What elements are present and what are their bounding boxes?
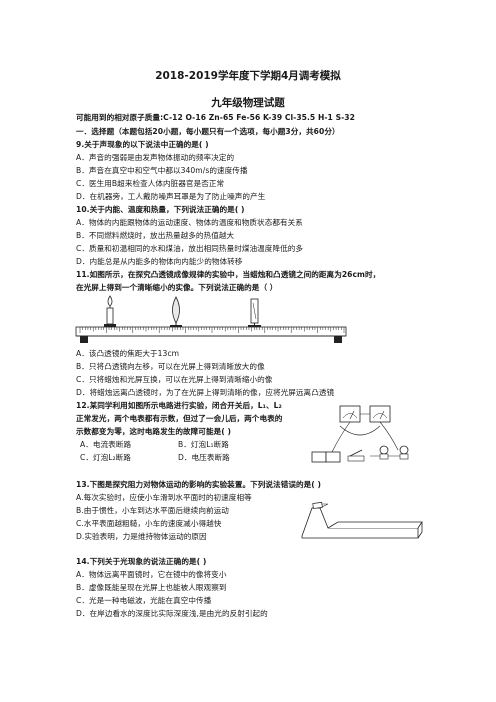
bulb-l2-icon (399, 445, 409, 460)
cart-icon (312, 501, 323, 509)
q14-option-c: C．光是一种电磁波，光能在真空中传播 (76, 596, 212, 605)
q12-option-a: A．电流表断路 (80, 440, 132, 449)
ramp-cart-figure (301, 501, 423, 539)
q10-option-a: A．物体的内能跟物体的运动速度、物体的温度和物质状态都有关系 (76, 218, 303, 227)
q12-stem-line1: 12.某同学利用如图所示电路进行实验，闭合开关后，L₁、L₂ (76, 401, 282, 410)
q9-stem: 9.关于声现象的以下说法中正确的是( ) (76, 140, 209, 149)
q11-option-a: A．该凸透镜的焦距大于13cm (76, 349, 180, 358)
convex-lens-icon (172, 296, 180, 326)
optical-bench-figure (75, 295, 347, 343)
q13-option-a: A.每次实验时，应使小车滑到水平面时的初速度相等 (76, 493, 252, 502)
q11-stem-line1: 11.如图所示，在探究凸透镜成像规律的实验中，当蜡烛和凸透镜之间的距离为26cm… (76, 270, 381, 279)
q11-option-c: C．只将蜡烛和光屏互换，可以在光屏上得到清晰缩小的像 (76, 375, 273, 384)
q9-option-c: C．医生用B超来检查人体内脏器官是否正常 (76, 179, 225, 188)
circuit-figure (311, 405, 409, 463)
q14-option-d: D．在岸边看水的深度比实际深度浅,是由光的反射引起的 (76, 609, 268, 618)
q14-option-a: A．物体远离平面镜时，它在镜中的像将变小 (76, 570, 227, 579)
q12-stem-line3: 示数都变为零，这时电路发生的故障可能是( ) (76, 427, 231, 436)
q13-option-c: C.水平表面越粗糙，小车的速度减小得越快 (76, 519, 222, 528)
q11-option-d: D．将蜡烛远离凸透镜时，为了在光屏上得到清晰的像，应将光屏远离凸透镜 (76, 388, 335, 397)
q10-option-c: C．质量和初温相同的水和煤油，放出相同热量时煤油温度降低的多 (76, 244, 304, 253)
page-title: 2018-2019学年度下学期4月调考模拟 (155, 70, 341, 82)
atomic-mass-line: 可能用到的相对原子质量:C-12 O-16 Zn-65 Fe-56 K-39 C… (76, 113, 355, 122)
ammeter-icon (369, 405, 391, 423)
q13-option-b: B.由于惯性，小车到达水平面后继续向前运动 (76, 506, 229, 515)
q9-option-d: D．在机器旁，工人戴防噪声耳罩是为了防止噪声的产生 (76, 192, 266, 201)
section-heading: 一．选择题（本题包括20小题，每小题只有一个选项，每小题3分，共60分） (76, 127, 340, 136)
q9-option-b: B．声音在真空中和空气中都以340m/s的速度传播 (76, 166, 248, 175)
q10-option-d: D．内能总是从内能多的物体向内能少的物体转移 (76, 257, 243, 266)
voltmeter-icon (339, 405, 361, 423)
q13-stem: 13.下图是探究阻力对物体运动的影响的实验装置。下列说法错误的是( ) (76, 480, 322, 489)
bulb-l1-icon (379, 445, 389, 460)
q11-stem-line2: 在光屏上得到一个清晰缩小的实像。下列说法正确的是（ ） (76, 283, 278, 292)
candle-icon (106, 295, 114, 325)
q14-option-b: B．虚像既能呈现在光屏上也能被人眼观察到 (76, 583, 227, 592)
q13-option-d: D.实验表明，力是维持物体运动的原因 (76, 532, 207, 541)
page-subtitle: 九年级物理试题 (211, 97, 285, 109)
q12-option-b: B．灯泡L₁断路 (178, 440, 229, 449)
q10-option-b: B．不同燃料燃烧时，放出热量越多的热值越大 (76, 231, 235, 240)
q14-stem: 14.下列关于光现象的说法正确的是( ) (76, 557, 207, 566)
q9-option-a: A．声音的强弱是由发声物体振动的频率决定的 (76, 153, 235, 162)
q12-stem-line2: 正常发光，两个电表都有示数，但过了一会儿后，两个电表的 (76, 414, 283, 423)
q11-option-b: B．只将凸透镜向左移，可以在光屏上得到清晰放大的像 (76, 362, 265, 371)
q12-option-c: C．灯泡L₂断路 (80, 453, 131, 462)
switch-icon (347, 449, 365, 462)
light-screen-icon (250, 298, 259, 326)
q12-option-d: D．电压表断路 (178, 453, 230, 462)
battery-icon (311, 451, 341, 463)
q10-stem: 10.关于内能、温度和热量，下列说法正确的是( ) (76, 205, 245, 214)
